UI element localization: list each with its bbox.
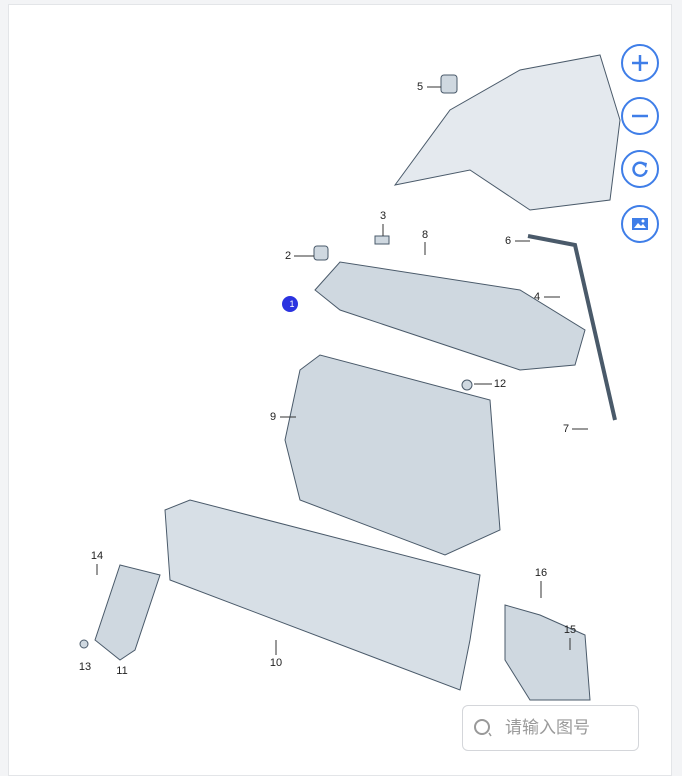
callout-13[interactable]: 13 <box>78 661 92 673</box>
reset-button[interactable] <box>621 150 659 188</box>
part-6-rod <box>527 234 617 421</box>
callout-3[interactable]: 3 <box>379 210 387 222</box>
part-13 <box>79 639 89 649</box>
zoom-in-icon <box>632 55 648 71</box>
callout-4[interactable]: 4 <box>533 291 541 303</box>
part-2 <box>313 245 329 261</box>
callout-15[interactable]: 15 <box>563 624 577 636</box>
zoom-out-icon <box>632 114 648 118</box>
callout-12[interactable]: 12 <box>493 378 507 390</box>
search-icon <box>474 719 492 737</box>
part-3 <box>374 235 390 245</box>
callout-6[interactable]: 6 <box>504 235 512 247</box>
part-15-bracket <box>504 604 591 701</box>
part-1-bracket <box>314 261 586 371</box>
selected-part-marker[interactable] <box>282 296 298 312</box>
callout-7[interactable]: 7 <box>562 423 570 435</box>
part-5 <box>440 74 458 94</box>
part-5-body-area <box>393 54 621 211</box>
part-9-carrier <box>284 354 501 556</box>
refresh-icon <box>632 161 648 177</box>
callout-10[interactable]: 10 <box>269 657 283 669</box>
zoom-in-button[interactable] <box>621 44 659 82</box>
part-12 <box>461 379 473 391</box>
callout-16[interactable]: 16 <box>534 567 548 579</box>
callout-5[interactable]: 5 <box>416 81 424 93</box>
callout-2[interactable]: 2 <box>284 250 292 262</box>
search-input[interactable] <box>503 717 627 739</box>
zoom-out-button[interactable] <box>621 97 659 135</box>
callout-14[interactable]: 14 <box>90 550 104 562</box>
image-button[interactable] <box>621 205 659 243</box>
callout-8[interactable]: 8 <box>421 229 429 241</box>
part-11-bracket <box>94 564 161 661</box>
callout-9[interactable]: 9 <box>269 411 277 423</box>
image-icon <box>632 218 648 230</box>
search-box[interactable] <box>462 705 639 751</box>
part-10-bumper <box>164 499 481 691</box>
callout-11[interactable]: 11 <box>116 665 128 677</box>
callout-1[interactable]: 1 <box>289 299 295 309</box>
